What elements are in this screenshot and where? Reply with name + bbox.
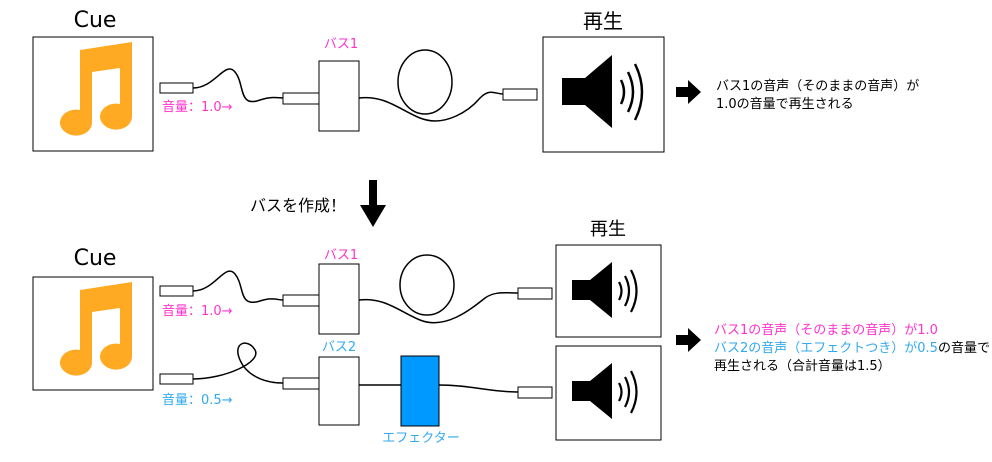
bottom-bus2-label: バス2 [322,340,356,355]
create-bus-label: バスを作成！ [250,196,346,215]
top-speaker-plug [502,88,538,101]
top-cable-2 [358,91,504,122]
bottom-bus1-plug [282,294,320,307]
bottom-bus1-label: バス1 [324,248,358,263]
bottom-cable-loop [399,254,455,316]
top-cue-plug [159,82,194,94]
bottom-volume-1-label: 音量：1.0→ [162,303,233,319]
bottom-play-label: 再生 [590,219,626,240]
top-play-label: 再生 [583,9,623,33]
arrow-right-icon [676,328,701,352]
top-cue-label: Cue [74,8,117,33]
bottom-volume-2-label: 音量：0.5→ [162,392,233,408]
bottom-cable-5 [438,384,519,393]
top-result-line-1: バス1の音声（そのままの音声）が [716,78,919,94]
top-bus-label: バス1 [324,37,358,52]
bottom-bus2-plug [282,377,320,390]
bottom-result-line-2-colored: バス2の音声（エフェクトつき）が0.5 [714,340,938,356]
top-volume-label: 音量：1.0→ [162,99,233,115]
bottom-cue-label: Cue [74,246,117,271]
bottom-result-line-3: 再生される（合計音量は1.5） [714,358,891,374]
bottom-cable-2 [358,291,519,324]
bottom-cable-3 [192,342,284,384]
arrow-down-icon [360,180,386,227]
bottom-cable-1 [192,270,284,304]
speaker-icon [572,363,638,419]
music-note-icon [60,42,133,136]
top-result-line-2: 1.0の音量で再生される [716,96,854,112]
top-bus-plug [282,92,320,105]
speaker-icon [572,262,638,318]
bottom-result-line-2-rest: の音量で [938,340,990,356]
effector-box [400,355,440,427]
bottom-cue-plug-2 [159,373,194,385]
bottom-result-line-2: バス2の音声（エフェクトつき）が0.5の音量で [714,340,990,356]
bottom-result-line-1: バス1の音声（そのままの音声）が1.0 [714,322,938,338]
top-cable-loop [397,49,453,115]
music-note-icon [60,282,133,376]
top-bus-box [318,60,360,132]
effector-label: エフェクター [382,431,459,446]
bottom-speaker2-plug [517,386,553,399]
top-cable-1 [192,68,284,103]
bottom-bus2-box [318,356,360,426]
bottom-cue-plug-1 [159,285,194,297]
speaker-icon [562,55,644,128]
bottom-bus1-box [318,263,360,335]
arrow-right-icon [676,80,701,104]
bottom-speaker1-plug [517,287,553,300]
